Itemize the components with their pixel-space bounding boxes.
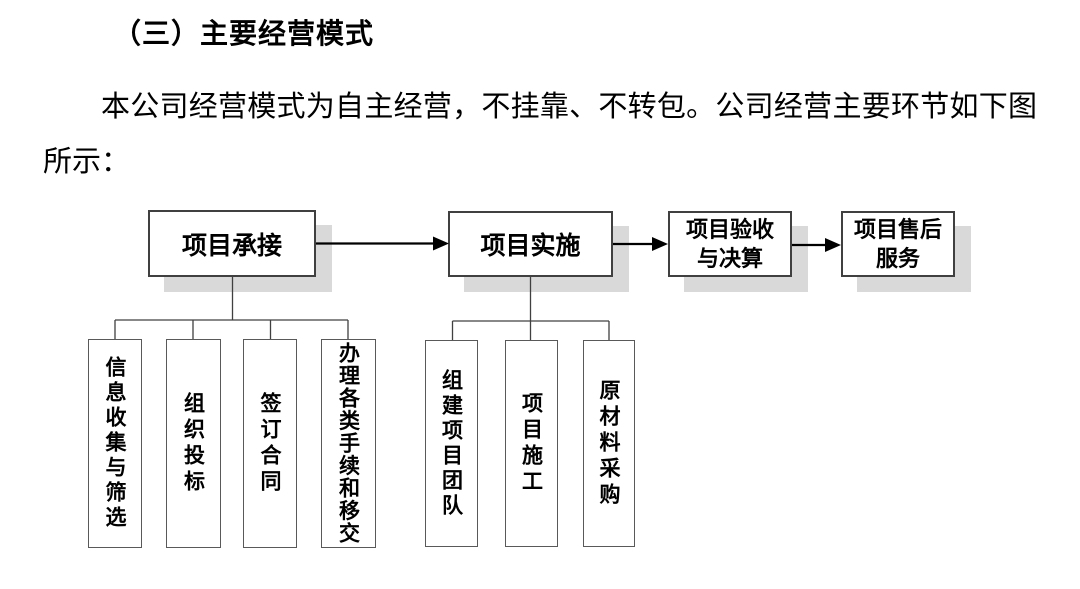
substep-info-collection-screening: 信息收集与筛选: [88, 339, 142, 548]
connector-tree-implementation: [451, 277, 610, 340]
flow-arrow-3: [792, 238, 841, 252]
flow-arrow-2: [613, 237, 668, 251]
connector-tree-undertaking: [114, 277, 349, 339]
flow-node-label-line2: 与决算: [696, 246, 763, 271]
flow-node-label: 项目实施: [480, 233, 581, 260]
substep-raw-material-procurement: 原材料采购: [583, 340, 635, 547]
flow-node-label-line2: 服务: [875, 246, 920, 271]
flow-node-project-undertaking: 项目承接: [148, 210, 316, 277]
flow-node-after-sales-service: 项目售后 服务: [841, 211, 955, 277]
flow-node-label-line1: 项目验收: [685, 217, 774, 242]
flow-node-label: 项目承接: [181, 232, 282, 260]
flow-node-acceptance-settlement: 项目验收 与决算: [668, 211, 792, 277]
section-heading: （三）主要经营模式: [113, 18, 375, 49]
substep-build-project-team: 组建项目团队: [425, 340, 478, 547]
body-paragraph: 本公司经营模式为自主经营，不挂靠、不转包。公司经营主要环节如下图所示：: [43, 91, 1037, 178]
substep-organize-bidding: 组织投标: [166, 339, 221, 548]
substep-procedures-handover: 办理各类手续和移交: [321, 339, 376, 548]
flow-node-label-line1: 项目售后: [853, 217, 942, 242]
flow-arrow-1: [316, 236, 449, 251]
substep-project-construction: 项目施工: [505, 340, 558, 547]
flow-node-project-implementation: 项目实施: [448, 211, 613, 277]
substep-sign-contract: 签订合同: [243, 339, 297, 548]
